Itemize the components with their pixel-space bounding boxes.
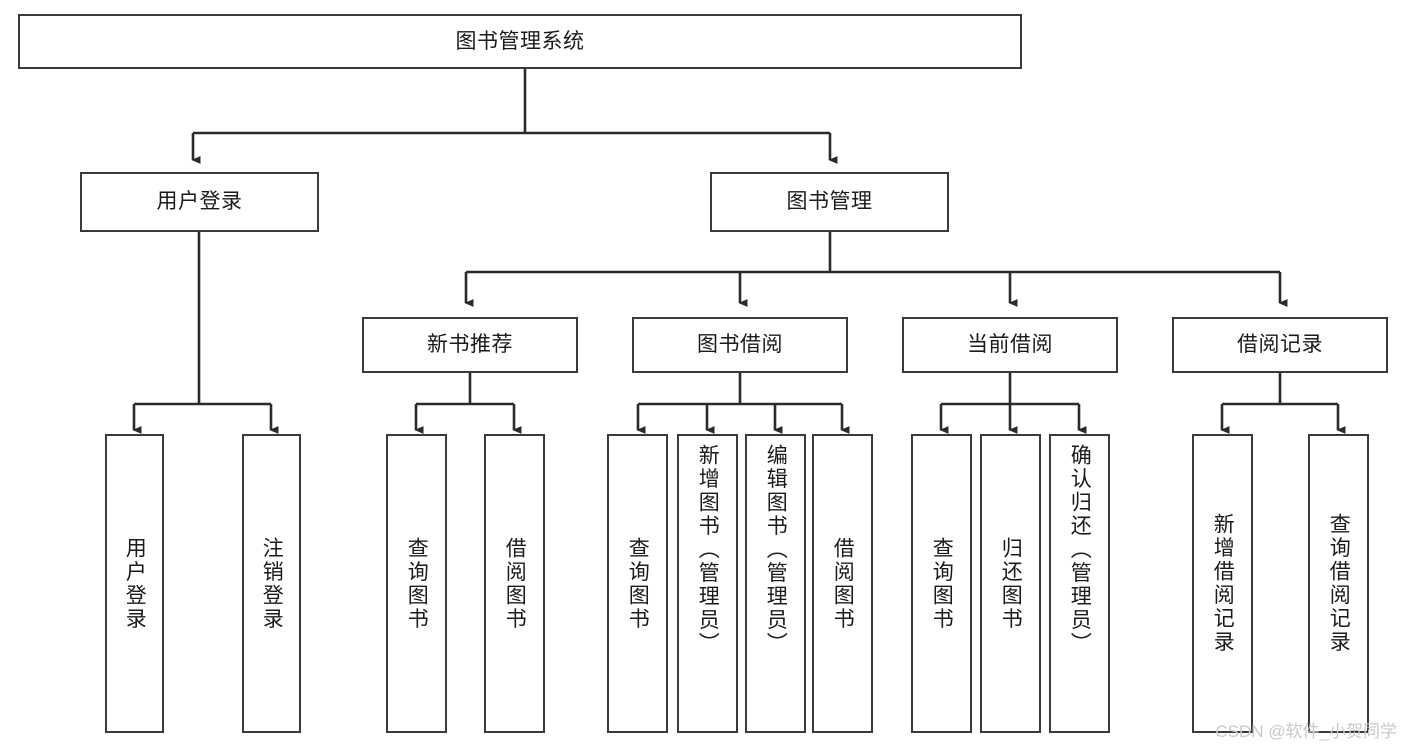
node-label: 用户登录 <box>156 190 243 214</box>
node-book-borrow[interactable]: 图书借阅 <box>632 317 848 373</box>
leaf-label: 查询图书 <box>405 536 429 631</box>
leaf-label: 编辑图书（管理员） <box>764 444 788 656</box>
leaf-book-borrow-add-book-admin[interactable]: 新增图书（管理员） <box>677 434 738 733</box>
leaf-book-borrow-borrow-book[interactable]: 借阅图书 <box>812 434 873 733</box>
node-label: 图书管理系统 <box>455 29 585 53</box>
leaf-label: 查询图书 <box>626 536 650 631</box>
leaf-borrow-record-add-record[interactable]: 新增借阅记录 <box>1192 434 1253 733</box>
node-new-book-recommend[interactable]: 新书推荐 <box>362 317 578 373</box>
leaf-new-book-borrow-book[interactable]: 借阅图书 <box>484 434 545 733</box>
leaf-current-borrow-query-book[interactable]: 查询图书 <box>911 434 972 733</box>
leaf-label: 用户登录 <box>123 536 147 631</box>
watermark-text: CSDN @软件_小贺同学 <box>1215 722 1397 741</box>
leaf-user-login-login[interactable]: 用户登录 <box>105 434 164 733</box>
node-label: 新书推荐 <box>427 333 513 357</box>
node-current-borrow[interactable]: 当前借阅 <box>902 317 1118 373</box>
leaf-book-borrow-edit-book-admin[interactable]: 编辑图书（管理员） <box>745 434 806 733</box>
leaf-label: 确认归还（管理员） <box>1068 444 1092 656</box>
leaf-label: 注销登录 <box>260 536 284 631</box>
leaf-label: 归还图书 <box>999 536 1023 631</box>
leaf-new-book-query-book[interactable]: 查询图书 <box>386 434 447 733</box>
leaf-label: 借阅图书 <box>503 536 527 631</box>
leaf-book-borrow-query-book[interactable]: 查询图书 <box>607 434 668 733</box>
leaf-user-login-logout[interactable]: 注销登录 <box>242 434 301 733</box>
node-root-book-management-system[interactable]: 图书管理系统 <box>18 14 1022 69</box>
leaf-label: 查询借阅记录 <box>1327 513 1351 654</box>
leaf-label: 查询图书 <box>930 536 954 631</box>
node-user-login[interactable]: 用户登录 <box>80 172 319 232</box>
leaf-current-borrow-return-book[interactable]: 归还图书 <box>980 434 1041 733</box>
node-label: 借阅记录 <box>1237 333 1323 357</box>
node-borrow-record[interactable]: 借阅记录 <box>1172 317 1388 373</box>
leaf-borrow-record-query-record[interactable]: 查询借阅记录 <box>1308 434 1369 733</box>
node-label: 图书借阅 <box>697 333 783 357</box>
node-book-management[interactable]: 图书管理 <box>710 172 949 232</box>
node-label: 图书管理 <box>786 190 873 214</box>
leaf-current-borrow-confirm-return-admin[interactable]: 确认归还（管理员） <box>1049 434 1110 733</box>
leaf-label: 新增借阅记录 <box>1211 513 1235 654</box>
leaf-label: 新增图书（管理员） <box>696 444 720 656</box>
node-label: 当前借阅 <box>967 333 1053 357</box>
leaf-label: 借阅图书 <box>831 536 855 631</box>
